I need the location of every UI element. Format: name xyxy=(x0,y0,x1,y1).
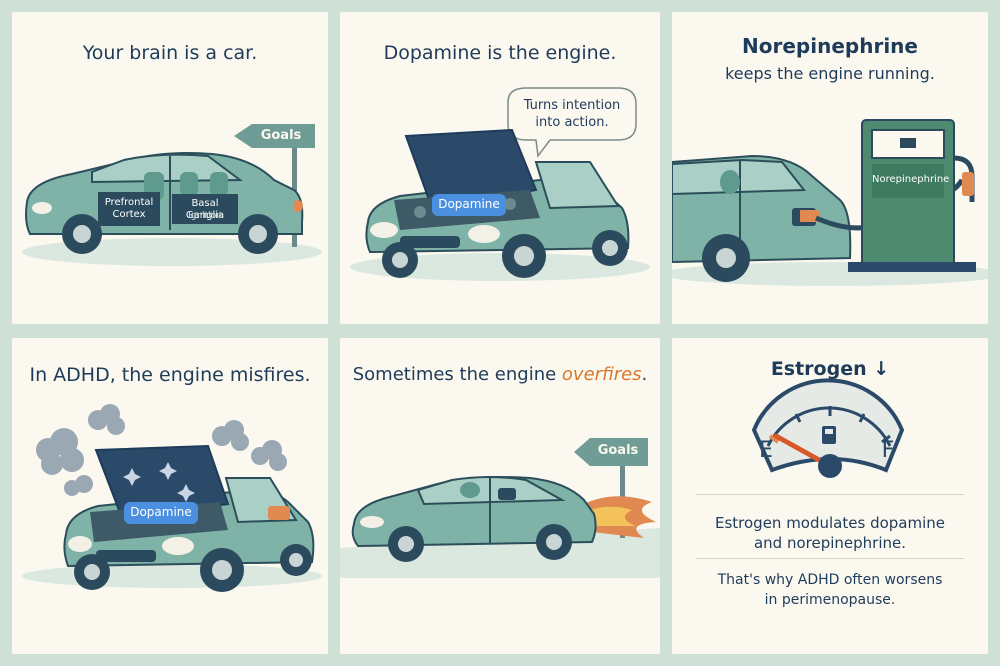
estrogen-title: Estrogen xyxy=(770,358,867,380)
goals-sign: Goals xyxy=(260,128,302,143)
divider xyxy=(696,558,964,559)
ignition-label: Ignition xyxy=(188,211,222,221)
pump-label: Norepinephrine xyxy=(872,174,950,185)
speech-bubble-text: Turns intention into action. xyxy=(523,98,621,130)
text-line-1: Estrogen modulates dopamine xyxy=(714,514,945,532)
panel-estrogen: Estrogen ↓ E F Estrogen modulates dopami… xyxy=(672,338,988,654)
divider xyxy=(696,494,964,495)
text-line-3: That's why ADHD often worsens xyxy=(717,572,943,588)
title-accent: overfires xyxy=(561,364,642,385)
text-line-2: and norepinephrine. xyxy=(753,534,907,552)
panel-title: Norepinephrine xyxy=(742,34,918,58)
dopamine-badge: Dopamine xyxy=(130,505,192,519)
panel-dopamine-engine: Dopamine is the engine. Turns intention … xyxy=(340,12,660,324)
car-speeding-illustration xyxy=(340,438,660,578)
basal-ganglia-label: Basal Ganglia xyxy=(185,198,225,221)
title-suffix: . xyxy=(641,364,648,385)
down-arrow-icon: ↓ xyxy=(873,358,890,380)
gauge-full-label: F xyxy=(881,438,895,463)
panel-title: Estrogen ↓ xyxy=(672,358,988,380)
panel-title: In ADHD, the engine misfires. xyxy=(29,364,311,386)
goals-sign: Goals xyxy=(597,443,639,458)
panel-title: Your brain is a car. xyxy=(82,42,258,64)
fuel-gauge-illustration xyxy=(751,378,905,478)
dopamine-badge: Dopamine xyxy=(438,197,500,211)
panel-subtitle: keeps the engine running. xyxy=(725,64,935,83)
car-misfire-illustration xyxy=(22,404,322,592)
panel-title: Dopamine is the engine. xyxy=(383,42,617,64)
panel-brain-car: Your brain is a car. Goals Prefrontal Co… xyxy=(12,12,328,324)
panel-norepinephrine: Norepinephrine keeps the engine running.… xyxy=(672,12,988,324)
prefrontal-label: Prefrontal Cortex xyxy=(104,197,154,220)
panel-overfire: Sometimes the engine overfires. Goals xyxy=(340,338,660,654)
gauge-empty-label: E xyxy=(759,438,773,463)
car-hood-open-illustration xyxy=(350,87,650,281)
title-prefix: Sometimes the engine xyxy=(352,364,562,385)
car-fuel-pump-illustration xyxy=(672,119,988,286)
panel-title: Sometimes the engine overfires. xyxy=(340,364,660,385)
panel-adhd-misfire: In ADHD, the engine misfires. xyxy=(12,338,328,654)
text-line-4: in perimenopause. xyxy=(764,592,896,608)
car-illustration xyxy=(22,124,322,266)
